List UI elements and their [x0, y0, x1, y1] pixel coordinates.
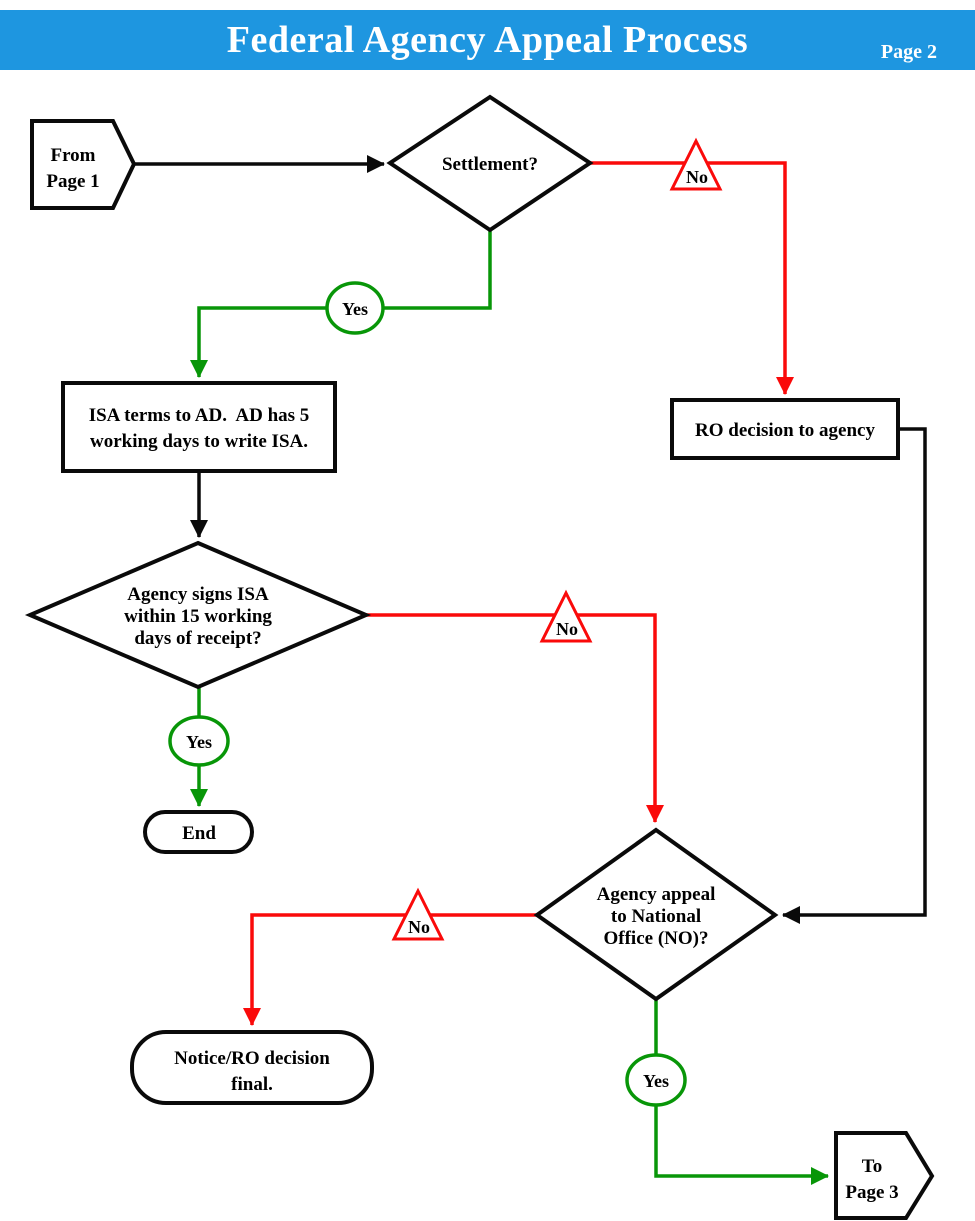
node-end: End: [143, 810, 254, 854]
node-agency-signs: Agency signs ISA within 15 working days …: [24, 540, 372, 690]
edge-label-yes-agency-appeal: Yes: [625, 1053, 687, 1107]
node-label: working days to write ISA.: [90, 431, 308, 452]
process-rect-shape: [61, 381, 337, 473]
edge-label-text: Yes: [186, 732, 212, 752]
edge-label-text: Yes: [342, 299, 368, 319]
node-label: days of receipt?: [134, 628, 261, 649]
node-label: Agency appeal: [597, 884, 716, 905]
terminator-shape: [143, 810, 254, 854]
edge-label-text: Yes: [643, 1071, 669, 1091]
edge-label-no-agency-signs: No: [539, 589, 593, 643]
node-label: to National: [611, 906, 701, 927]
title-banner: Federal Agency Appeal Process Page 2: [0, 10, 975, 70]
node-from-page1: From Page 1: [30, 119, 137, 210]
node-label: RO decision to agency: [695, 420, 875, 441]
node-to-page3: To Page 3: [834, 1131, 935, 1220]
node-label: From: [50, 145, 95, 166]
edge-agency-appeal-no-to-notice-final: [243, 913, 537, 1026]
edge-label-text: No: [408, 917, 430, 937]
yes-circle-icon: [325, 281, 385, 335]
node-label: Agency signs ISA: [127, 584, 269, 605]
node-label: Settlement?: [442, 154, 538, 175]
node-label: final.: [231, 1074, 273, 1095]
page-title: Federal Agency Appeal Process: [226, 19, 749, 61]
node-label: ISA terms to AD. AD has 5: [89, 405, 310, 426]
page-number-label: Page 2: [880, 41, 937, 63]
edge-label-no-agency-appeal: No: [391, 887, 445, 941]
edge-label-yes-agency-signs: Yes: [168, 715, 230, 767]
offpage-connector-shape: [30, 119, 137, 210]
node-label: To: [862, 1156, 882, 1177]
yes-circle-icon: [625, 1053, 687, 1107]
process-rect-shape: [670, 398, 900, 460]
node-label: Page 1: [46, 171, 99, 192]
no-triangle-icon: [539, 589, 593, 643]
offpage-connector-shape: [834, 1131, 935, 1220]
edge-agency-signs-no-to-agency-appeal: [366, 613, 664, 823]
node-agency-appeal: Agency appeal to National Office (NO)?: [533, 827, 779, 1002]
node-settlement: Settlement?: [386, 94, 594, 233]
edge-ro-decision-to-agency-appeal: [782, 427, 927, 924]
edge-label-text: No: [556, 619, 578, 639]
edge-label-yes-settlement: Yes: [325, 281, 385, 335]
node-label: Notice/RO decision: [174, 1048, 330, 1069]
edge-label-no-settlement: No: [669, 137, 723, 191]
node-ro-decision: RO decision to agency: [670, 398, 900, 460]
node-label: within 15 working: [124, 606, 272, 627]
node-isa-terms: ISA terms to AD. AD has 5 working days t…: [61, 381, 337, 473]
edge-settlement-no-to-ro-decision: [590, 161, 794, 395]
node-label: Page 3: [845, 1182, 898, 1203]
node-label: Office (NO)?: [604, 928, 709, 949]
decision-diamond-shape: [24, 540, 372, 690]
node-notice-final: Notice/RO decision final.: [130, 1030, 374, 1105]
edge-label-text: No: [686, 167, 708, 187]
decision-diamond-shape: [533, 827, 779, 1002]
no-triangle-icon: [391, 887, 445, 941]
no-triangle-icon: [669, 137, 723, 191]
node-label: End: [182, 823, 216, 844]
terminator-shape: [130, 1030, 374, 1105]
yes-circle-icon: [168, 715, 230, 767]
decision-diamond-shape: [386, 94, 594, 233]
